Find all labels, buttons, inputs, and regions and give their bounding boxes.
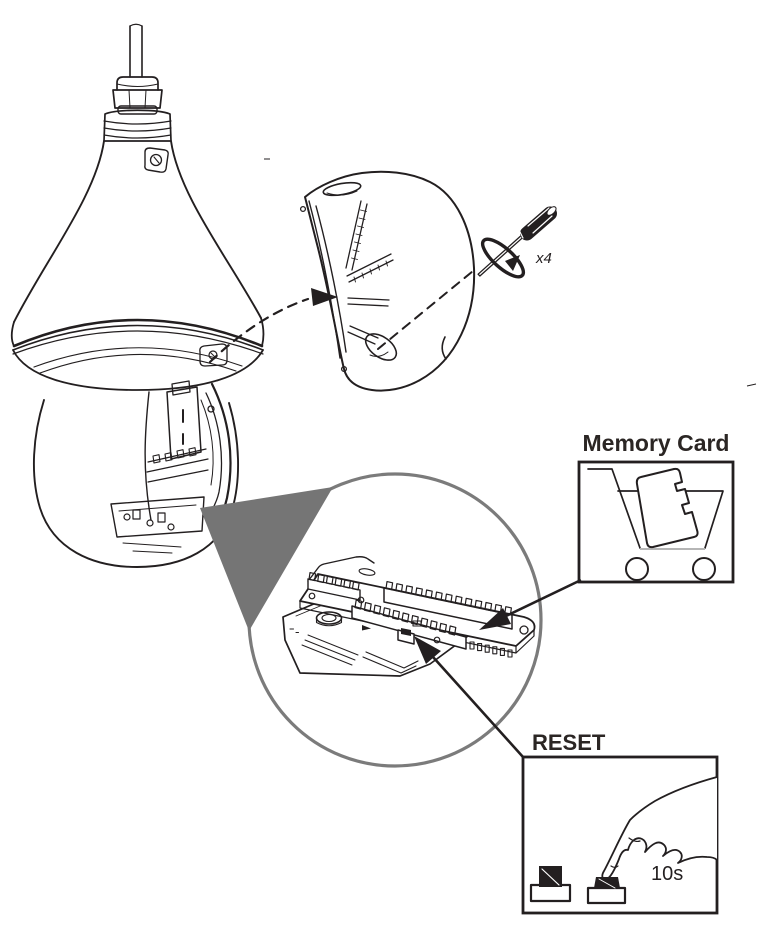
reset-button-icon (397, 628, 415, 645)
zoom-wedge (200, 487, 333, 631)
cover-oval-hole-top (322, 181, 362, 197)
flange-screw-plate (199, 343, 228, 367)
camera-sphere (33, 380, 240, 568)
screw-count-label: x4 (535, 250, 552, 267)
memory-card-callout: Memory Card (577, 430, 735, 584)
cover-screw-lug (340, 365, 348, 373)
board-screw-icon (357, 596, 365, 604)
plate-cutout (362, 651, 419, 674)
cable-gland-icon (112, 76, 163, 115)
micro-sd-card-icon (635, 467, 699, 549)
cover-side-slot (441, 336, 447, 360)
screwdriver-icon (477, 206, 557, 279)
arrowhead (479, 608, 511, 630)
reset-buttons-icon (529, 866, 627, 905)
memory-card-pointer-arrow (479, 578, 582, 630)
terminal-block-front (351, 605, 467, 650)
cover-shell (304, 170, 476, 392)
rotation-arrowhead (505, 255, 520, 271)
pin-row (469, 641, 513, 658)
mount-neck-icon (103, 109, 172, 142)
internal-board-stack (146, 448, 209, 483)
board-screw-icon (308, 592, 316, 600)
arrowhead (414, 636, 441, 664)
screw-axis-dashed-line (377, 270, 474, 350)
tray-hole-icon (625, 557, 649, 581)
cover-oval-hole-bottom (364, 333, 398, 361)
camera-skirt-flange (10, 317, 265, 391)
rotation-arrow-ellipse (480, 237, 526, 279)
reset-label: RESET (532, 730, 606, 755)
camera-bell-housing (13, 140, 262, 323)
board-screw-icon (433, 636, 441, 644)
internal-bracket (110, 496, 205, 538)
press-duration-label: 10s (651, 863, 683, 885)
board-ear-hole (519, 625, 529, 635)
screwdriver-shaft (477, 235, 523, 277)
plate-arrow-mark (362, 625, 371, 631)
ptz-camera-illustration (10, 23, 265, 568)
reset-pointer-arrow (414, 636, 524, 758)
reset-callout: RESET 10s (521, 730, 719, 915)
terminal-block-left (307, 578, 361, 601)
screwdriver-handle (520, 206, 557, 241)
cover-screw-lug (299, 205, 307, 213)
cover-ribs (345, 200, 394, 345)
plate-slots (301, 634, 359, 666)
removal-dashed-arrow (208, 288, 338, 364)
dome-ball-seam (144, 391, 152, 521)
pendant-conduit-icon (129, 23, 143, 78)
stray-mark (746, 383, 757, 387)
housing-screw-icon (149, 153, 163, 167)
internal-panel (166, 386, 202, 460)
arrowhead (311, 288, 338, 306)
housing-screw-tab (144, 147, 169, 173)
memory-card-label: Memory Card (583, 430, 730, 456)
tray-hole-icon (692, 557, 716, 581)
pressing-hand-icon (601, 776, 718, 881)
dome-cover-illustration (299, 170, 476, 392)
sphere-screw-icon (207, 405, 215, 413)
